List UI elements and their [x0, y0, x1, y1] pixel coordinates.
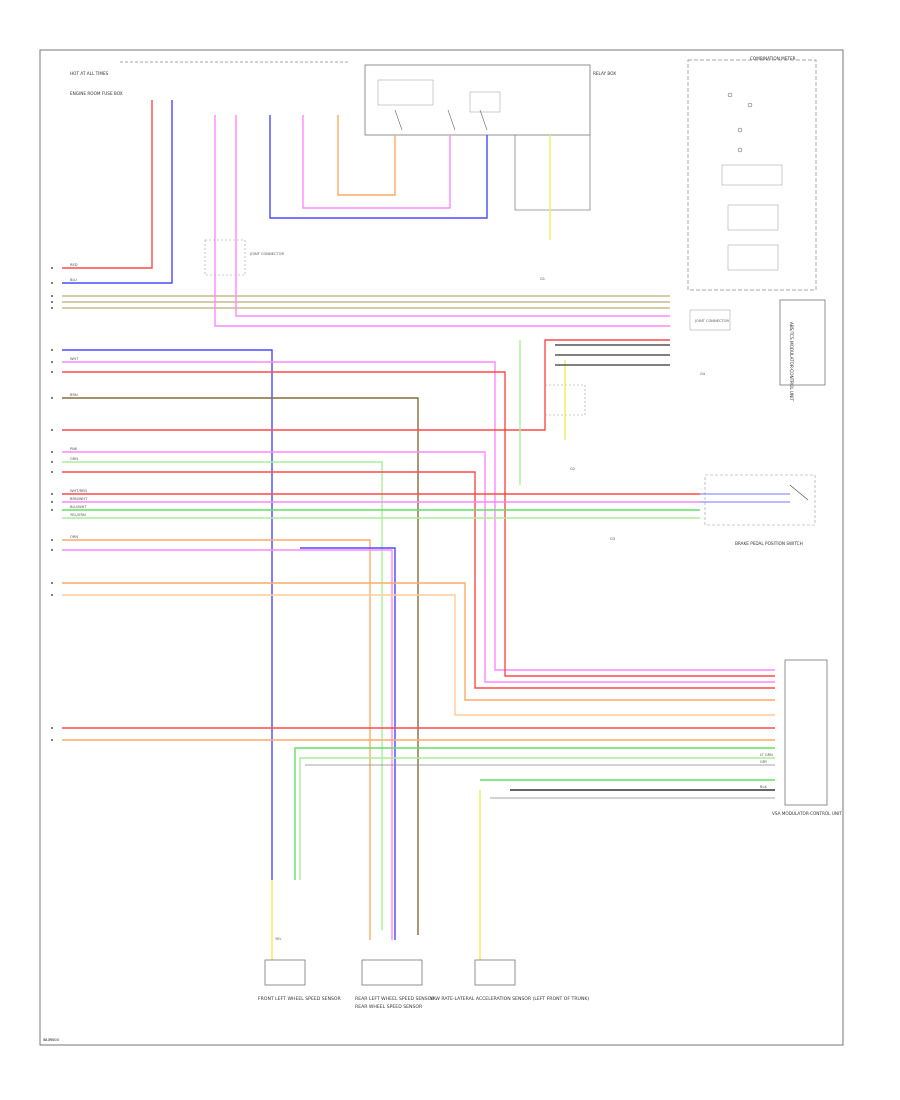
meter-inner-3	[727, 244, 779, 271]
wire-label-blue: BLU	[70, 278, 77, 282]
indicator-4	[737, 147, 743, 153]
brake-switch-label: BRAKE PEDAL POSITION SWITCH	[735, 541, 803, 546]
meter-inner-2	[727, 204, 779, 231]
rear-left-sensor-label: REAR LEFT WHEEL SPEED SENSOR	[355, 996, 435, 1002]
wire-lightgreen-vsa	[299, 757, 775, 880]
wire-label-white-red: WHT/RED	[70, 489, 87, 493]
wire-label-white: WHT	[70, 357, 79, 361]
rear-wheel-sensor-label: REAR WHEEL SPEED SENSOR	[355, 1004, 423, 1010]
wire-pink-1	[214, 115, 670, 327]
wire-label-blue-white: BLU/WHT	[70, 505, 87, 509]
brake-switch-box	[704, 474, 816, 526]
wire-green-vsa	[294, 747, 775, 880]
relay-contact-2	[447, 109, 456, 131]
vsa-unit-label: VSA MODULATOR-CONTROL UNIT	[772, 811, 842, 816]
wire-label-brown: BRN	[70, 393, 78, 397]
wire-label-gray: GRY	[760, 760, 768, 764]
ground-g1: G1	[540, 277, 545, 281]
wire-red-2	[62, 339, 670, 431]
page-code: W-55008	[43, 1038, 60, 1042]
relay-contact-3	[479, 109, 488, 131]
wire-pink-2	[235, 115, 670, 317]
abs-tcs-label: ABS/TCS MODULATOR-CONTROL UNIT	[789, 322, 794, 401]
wire-orange-vsa-1	[62, 582, 775, 701]
hot-label: HOT AT ALL TIMES	[70, 71, 109, 76]
indicator-1	[727, 92, 733, 98]
wire-red-1	[62, 100, 153, 269]
wire-orange-vsa-2	[62, 594, 775, 716]
wire-orange-rear	[62, 539, 371, 940]
fuse-box-label: ENGINE ROOM FUSE BOX	[70, 91, 123, 96]
wire-label-pink: PNK	[70, 447, 78, 451]
joint-connector-left	[204, 239, 246, 276]
indicator-2	[747, 102, 753, 108]
joint-box-right	[689, 309, 731, 331]
wire-brown-long	[62, 397, 419, 935]
front-left-sensor-box	[264, 959, 306, 986]
relay-contact-1	[394, 109, 403, 131]
vsa-unit	[784, 659, 828, 806]
ground-g3: G3	[610, 537, 615, 541]
wire-label-yellow: YEL	[275, 937, 281, 941]
wire-label-red: RED	[70, 263, 78, 267]
wire-green-mid	[62, 461, 383, 930]
indicator-3	[737, 127, 743, 133]
wire-blue-rear	[300, 547, 396, 940]
wire-orange-loop	[337, 115, 396, 196]
wire-label-orange: ORN	[70, 535, 78, 539]
wire-group	[62, 100, 790, 960]
joint-connector-2-label: JOINT CONNECTOR	[249, 252, 284, 256]
relay-inner-1	[377, 79, 434, 106]
wire-label-green: GRN	[70, 457, 78, 461]
ground-g2: G2	[570, 467, 575, 471]
abs-tcs-unit	[779, 299, 826, 386]
wire-pink-mid	[62, 451, 775, 683]
wire-blue-long	[62, 349, 273, 880]
combination-meter-box	[687, 59, 817, 291]
wire-gray-relay	[514, 135, 591, 211]
brake-switch-contact	[789, 484, 809, 501]
yaw-rate-sensor-label: YAW RATE-LATERAL ACCELERATION SENSOR (LE…	[429, 996, 589, 1002]
wire-blue-1	[62, 100, 173, 284]
relay-box-label: RELAY BOX	[593, 71, 616, 76]
wire-red-mid	[62, 471, 775, 689]
wire-label-light-green: LT GRN	[760, 753, 773, 757]
left-pin-markers	[51, 267, 53, 741]
relay-box	[364, 64, 591, 136]
joint-connector-1-label: JOINT CONNECTOR	[694, 319, 729, 323]
diagram-frame	[39, 49, 844, 1046]
wire-red-rear	[62, 549, 393, 940]
wire-pink-long-1	[62, 361, 775, 671]
wire-label-black: BLK	[760, 785, 767, 789]
rear-left-sensor-box	[361, 959, 423, 986]
front-left-sensor-label: FRONT LEFT WHEEL SPEED SENSOR	[258, 996, 342, 1002]
wire-red-long-1	[62, 371, 775, 677]
ground-g4: G4	[700, 372, 706, 376]
relay-inner-2	[469, 91, 501, 113]
combination-meter-label: COMBINATION METER	[750, 56, 796, 61]
wire-pink-loop	[302, 115, 451, 209]
wire-label-brown-white: BRN/WHT	[70, 497, 88, 501]
left-chip-label: 14-PIN	[43, 1038, 55, 1042]
meter-inner-1	[721, 164, 783, 186]
wire-blue-loop	[269, 115, 488, 219]
wire-label-yellow-green: YEL/GRN	[70, 513, 86, 517]
yaw-rate-sensor-box	[474, 959, 516, 986]
